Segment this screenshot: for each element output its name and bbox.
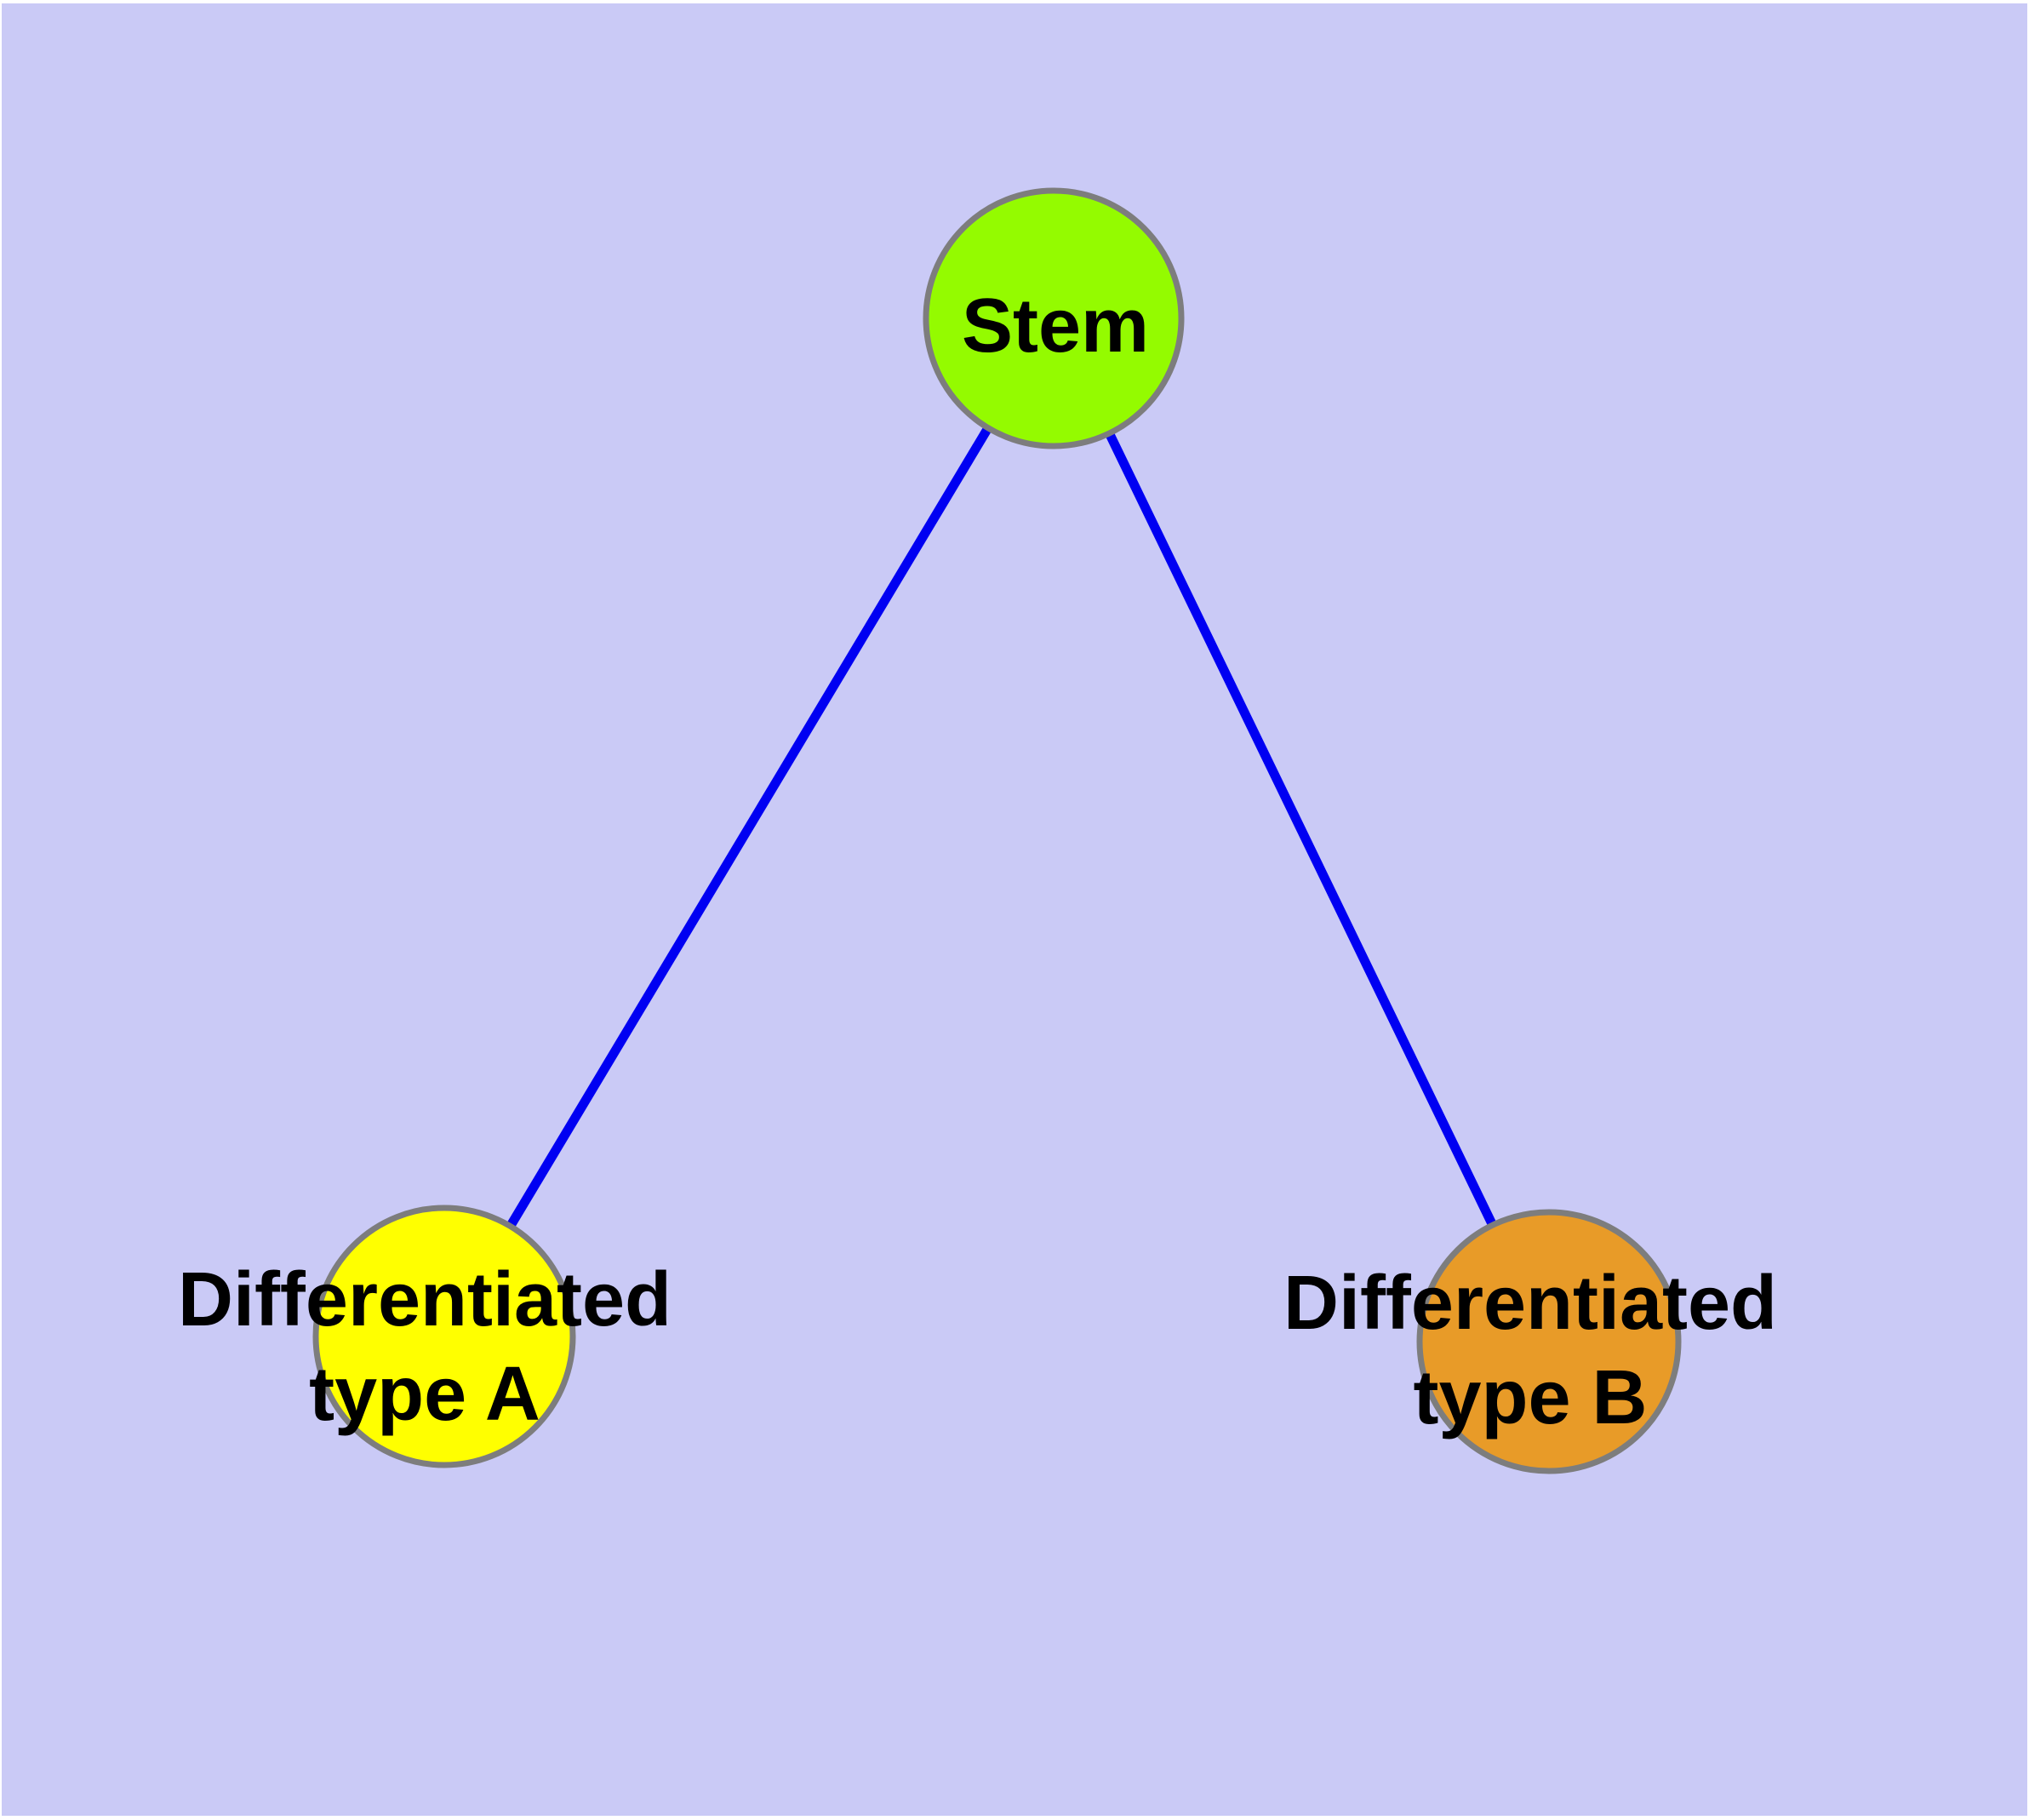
plot-background: Stem Differentiated type A Differentiate…: [2, 3, 2027, 1816]
node-stem-circle: [923, 187, 1185, 449]
edge-stem-to-type-a: [440, 316, 1058, 1339]
node-differentiated-type-b: Differentiated type B: [1283, 1209, 1777, 1474]
graph-canvas: Stem Differentiated type A Differentiate…: [178, 187, 1777, 1474]
node-differentiated-type-b-label-line2: type B: [1413, 1355, 1647, 1440]
node-stem-label: Stem: [962, 283, 1149, 369]
node-differentiated-type-b-circle: [1416, 1209, 1682, 1474]
node-differentiated-type-b-label-line1: Differentiated: [1283, 1261, 1777, 1346]
node-differentiated-type-a-label-line2: type A: [309, 1352, 540, 1437]
edge-stem-to-type-b: [1049, 316, 1553, 1344]
node-differentiated-type-a-label-line1: Differentiated: [178, 1257, 672, 1342]
node-stem: Stem: [923, 187, 1185, 449]
node-differentiated-type-a: Differentiated type A: [178, 1205, 672, 1468]
node-differentiated-type-a-circle: [312, 1205, 576, 1468]
